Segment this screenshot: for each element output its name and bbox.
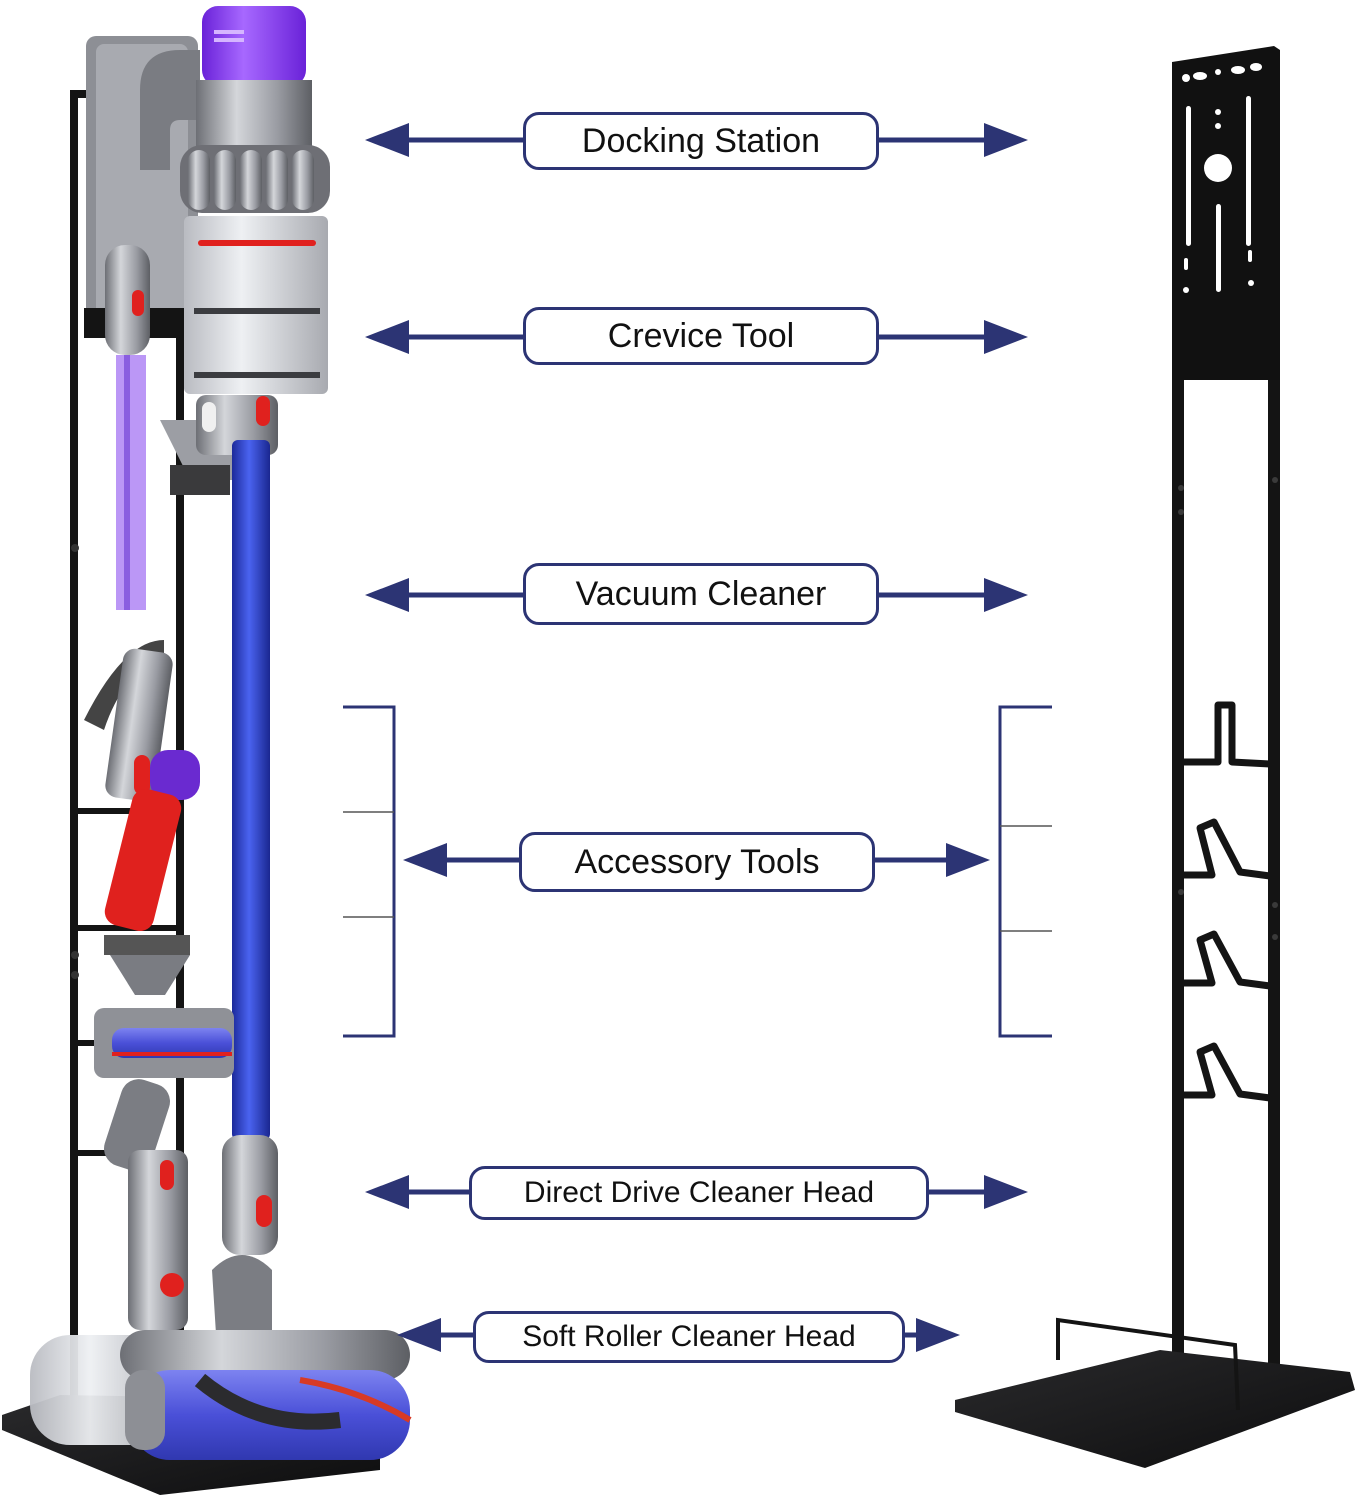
label-text: Direct Drive Cleaner Head [523,1176,875,1209]
accessory-bracket-right [998,705,1052,1038]
empty-stand-illustration [955,46,1355,1468]
label-direct-drive-cleaner-head: Direct Drive Cleaner Head [469,1166,929,1220]
arrow-head-left-icon [365,1175,409,1209]
arrow-head-right-icon [984,320,1028,354]
arrow-head-left-icon [365,123,409,157]
arrow-head-right-icon [916,1318,960,1352]
arrow-head-right-icon [984,1175,1028,1209]
arrow-head-left-icon [403,843,447,877]
label-text: Soft Roller Cleaner Head [522,1320,856,1353]
accessory-bracket-left [343,705,396,1038]
crevice-tool-illustration [105,245,150,610]
label-docking-station: Docking Station [523,112,879,170]
mounting-holes [1182,63,1262,293]
arrow-layer [365,123,1028,1352]
arrow-head-right-icon [946,843,990,877]
accessory-hooks [1184,701,1271,1102]
arrow-head-right-icon [984,123,1028,157]
stand-base-right [955,1350,1355,1468]
arrow-head-right-icon [984,578,1028,612]
label-accessory-tools: Accessory Tools [519,832,875,892]
label-text: Docking Station [581,121,821,160]
head-guard-bar [1056,1317,1240,1411]
label-text: Accessory Tools [574,842,820,881]
arrow-head-left-icon [365,320,409,354]
arrow-head-left-icon [365,578,409,612]
accessory-tools-illustration [84,640,234,1171]
label-text: Crevice Tool [607,316,795,355]
label-crevice-tool: Crevice Tool [523,307,879,365]
label-text: Vacuum Cleaner [575,574,827,613]
label-vacuum-cleaner: Vacuum Cleaner [523,563,879,625]
loaded-stand-illustration [2,6,412,1495]
label-soft-roller-cleaner-head: Soft Roller Cleaner Head [473,1311,905,1363]
cleaner-heads-illustration [30,1150,412,1460]
vacuum-wand-illustration [212,440,278,1350]
arrow-head-left-icon [397,1318,441,1352]
